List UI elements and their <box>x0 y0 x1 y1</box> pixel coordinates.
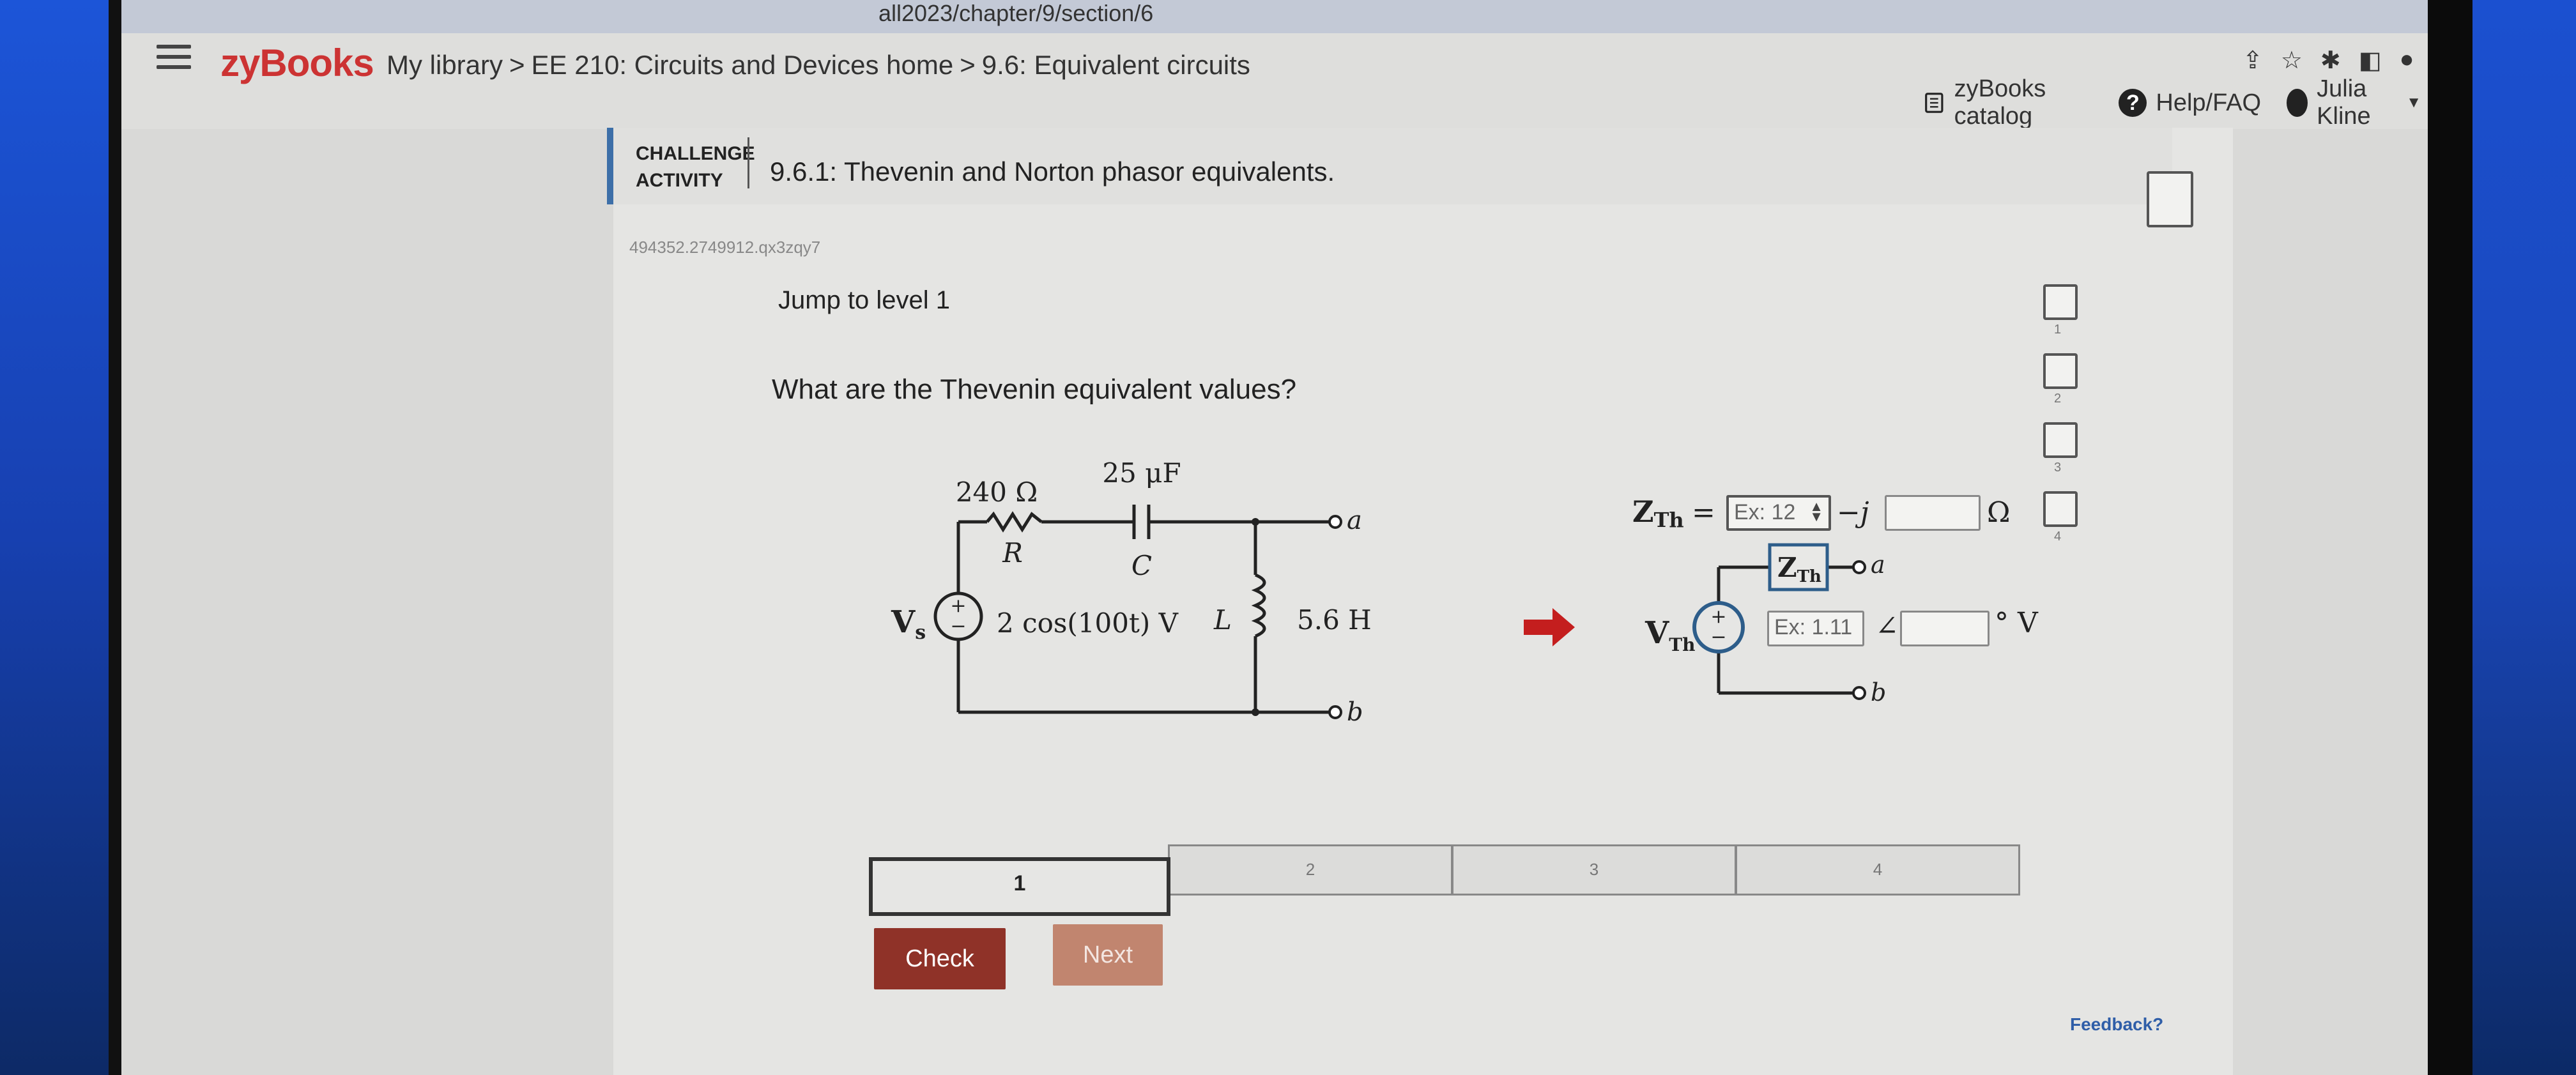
activity-header: CHALLENGE ACTIVITY 9.6.1: Thevenin and N… <box>607 128 2193 227</box>
source-expression: 2 cos(100t) V <box>997 607 1179 639</box>
activity-panel <box>613 128 2233 1075</box>
chevron-down-icon: ▼ <box>2406 94 2421 111</box>
resistor-value: 240 Ω <box>956 477 1038 508</box>
thevenin-diagram: ZTh = −j Ω ZTh a b + − VTh ∠ ° V <box>1524 494 2039 706</box>
spinner-icon[interactable]: ▲▼ <box>1809 498 1823 524</box>
share-icon[interactable]: ⇪ <box>2242 47 2263 74</box>
level-marker: 1 <box>2035 284 2086 353</box>
breadcrumb-section[interactable]: 9.6: Equivalent circuits <box>981 50 1250 80</box>
zybooks-logo[interactable]: zyBooks <box>220 42 374 84</box>
thevenin-source-symbol <box>1692 601 1745 653</box>
capacitor-value: 25 μF <box>1102 457 1181 489</box>
zybooks-header <box>121 33 2447 129</box>
header-nav: zyBooks catalog ? Help/FAQ Julia Kline ▼ <box>1923 75 2447 130</box>
level-segment-4[interactable]: 4 <box>1735 844 2020 896</box>
bookmark-star-icon[interactable]: ☆ <box>2280 47 2303 74</box>
catalog-label: zyBooks catalog <box>1954 75 2046 130</box>
minus-j: −j <box>1837 496 1869 529</box>
resistor-label: R <box>1002 537 1023 568</box>
terminal-b-label: b <box>1347 698 1363 727</box>
user-menu[interactable]: Julia Kline ▼ <box>2287 75 2421 130</box>
z-th-box-label: ZTh <box>1777 552 1821 586</box>
header-divider <box>747 137 749 188</box>
resistor-symbol <box>986 511 1043 533</box>
user-avatar-icon <box>2287 89 2308 117</box>
question-text: What are the Thevenin equivalent values? <box>772 374 1297 405</box>
help-link[interactable]: ? Help/FAQ <box>2119 89 2261 117</box>
extensions-icon[interactable]: ✱ <box>2320 47 2341 74</box>
inductor-label: L <box>1213 604 1232 636</box>
v-th-label: VTh <box>1644 615 1695 655</box>
user-name: Julia Kline <box>2317 75 2371 130</box>
activity-id: 494352.2749912.qx3zqy7 <box>629 238 821 257</box>
menu-icon[interactable] <box>157 45 191 70</box>
thevenin-minus: − <box>1710 626 1726 648</box>
terminal-a-label: a <box>1347 506 1362 535</box>
breadcrumb-course-home[interactable]: EE 210: Circuits and Devices home <box>531 50 954 80</box>
z-imag-input[interactable] <box>1885 495 1981 531</box>
v-magnitude-input[interactable]: Ex: 1.11 <box>1767 611 1864 646</box>
breadcrumb-separator: > <box>960 50 976 80</box>
desk-background-right <box>2467 0 2576 1075</box>
source-minus: − <box>950 615 966 637</box>
inductor-symbol <box>1251 573 1266 638</box>
z-real-input[interactable]: Ex: 12 ▲▼ <box>1726 495 1831 531</box>
level-box-icon <box>2043 353 2078 389</box>
catalog-link[interactable]: zyBooks catalog <box>1923 75 2093 130</box>
terminal-a-node <box>1328 515 1342 529</box>
breadcrumb-my-library[interactable]: My library <box>387 50 503 80</box>
source-label: Vs <box>891 604 926 644</box>
browser-toolbar-icons: ⇪ ☆ ✱ ◧ ● ⋮ <box>2242 46 2447 75</box>
level-marker: 2 <box>2035 353 2086 422</box>
thevenin-terminal-b: b <box>1871 678 1886 706</box>
thevenin-plus: + <box>1710 606 1726 628</box>
level-box-icon <box>2043 491 2078 527</box>
thevenin-terminal-b-node <box>1852 686 1866 700</box>
level-progress-bar: 2 3 4 1 <box>869 844 2032 916</box>
arrow-pointer-icon <box>1524 608 1575 646</box>
v-angle-input[interactable] <box>1900 611 1989 646</box>
thevenin-terminal-a-node <box>1852 560 1866 574</box>
feedback-link[interactable]: Feedback? <box>2070 1014 2164 1034</box>
level-marker: 4 <box>2035 491 2086 560</box>
jump-to-level-link[interactable]: Jump to level 1 <box>778 286 951 314</box>
terminal-b-node <box>1328 705 1342 719</box>
ohm-unit: Ω <box>1987 496 2010 529</box>
profile-icon[interactable]: ● <box>2399 46 2414 73</box>
inductor-value: 5.6 H <box>1297 604 1372 636</box>
voltage-source-symbol <box>933 591 983 641</box>
monitor-bezel-right <box>2428 0 2472 1075</box>
angle-symbol: ∠ <box>1875 610 1899 643</box>
help-label: Help/FAQ <box>2156 89 2262 116</box>
level-markers: 1 2 3 4 <box>2035 284 2086 560</box>
activity-type-label: CHALLENGE ACTIVITY <box>636 143 755 191</box>
help-icon: ? <box>2119 89 2147 117</box>
check-button[interactable]: Check <box>874 928 1006 989</box>
level-box-icon <box>2043 422 2078 458</box>
z-th-label: ZTh <box>1632 494 1684 532</box>
level-segment-2[interactable]: 2 <box>1168 844 1453 896</box>
browser-window: all2023/chapter/9/section/6 zyBooks My l… <box>121 0 2447 1075</box>
browser-address-bar[interactable]: all2023/chapter/9/section/6 <box>121 0 2447 33</box>
thevenin-terminal-a: a <box>1871 551 1885 579</box>
degree-volt-unit: ° V <box>1995 607 2039 639</box>
level-segment-3[interactable]: 3 <box>1452 844 1736 896</box>
level-marker: 3 <box>2035 422 2086 491</box>
level-box-icon <box>2043 284 2078 320</box>
equals-sign: = <box>1692 496 1715 529</box>
next-button[interactable]: Next <box>1053 924 1163 986</box>
breadcrumb: My library>EE 210: Circuits and Devices … <box>387 50 1250 80</box>
side-panel-icon[interactable]: ◧ <box>2358 47 2382 74</box>
completion-checkbox-icon <box>2147 171 2193 227</box>
url-text[interactable]: all2023/chapter/9/section/6 <box>878 0 1154 26</box>
z-th-box <box>1768 543 1829 591</box>
level-segment-1[interactable]: 1 <box>869 857 1170 916</box>
book-icon <box>1925 93 1943 113</box>
breadcrumb-separator: > <box>509 50 525 80</box>
source-plus: + <box>950 595 966 617</box>
circuit-diagram: 240 Ω R 25 μF C + − Vs 2 cos(100t) V L 5… <box>891 457 1372 727</box>
activity-title: 9.6.1: Thevenin and Norton phasor equiva… <box>770 156 1335 187</box>
capacitor-label: C <box>1131 550 1152 581</box>
